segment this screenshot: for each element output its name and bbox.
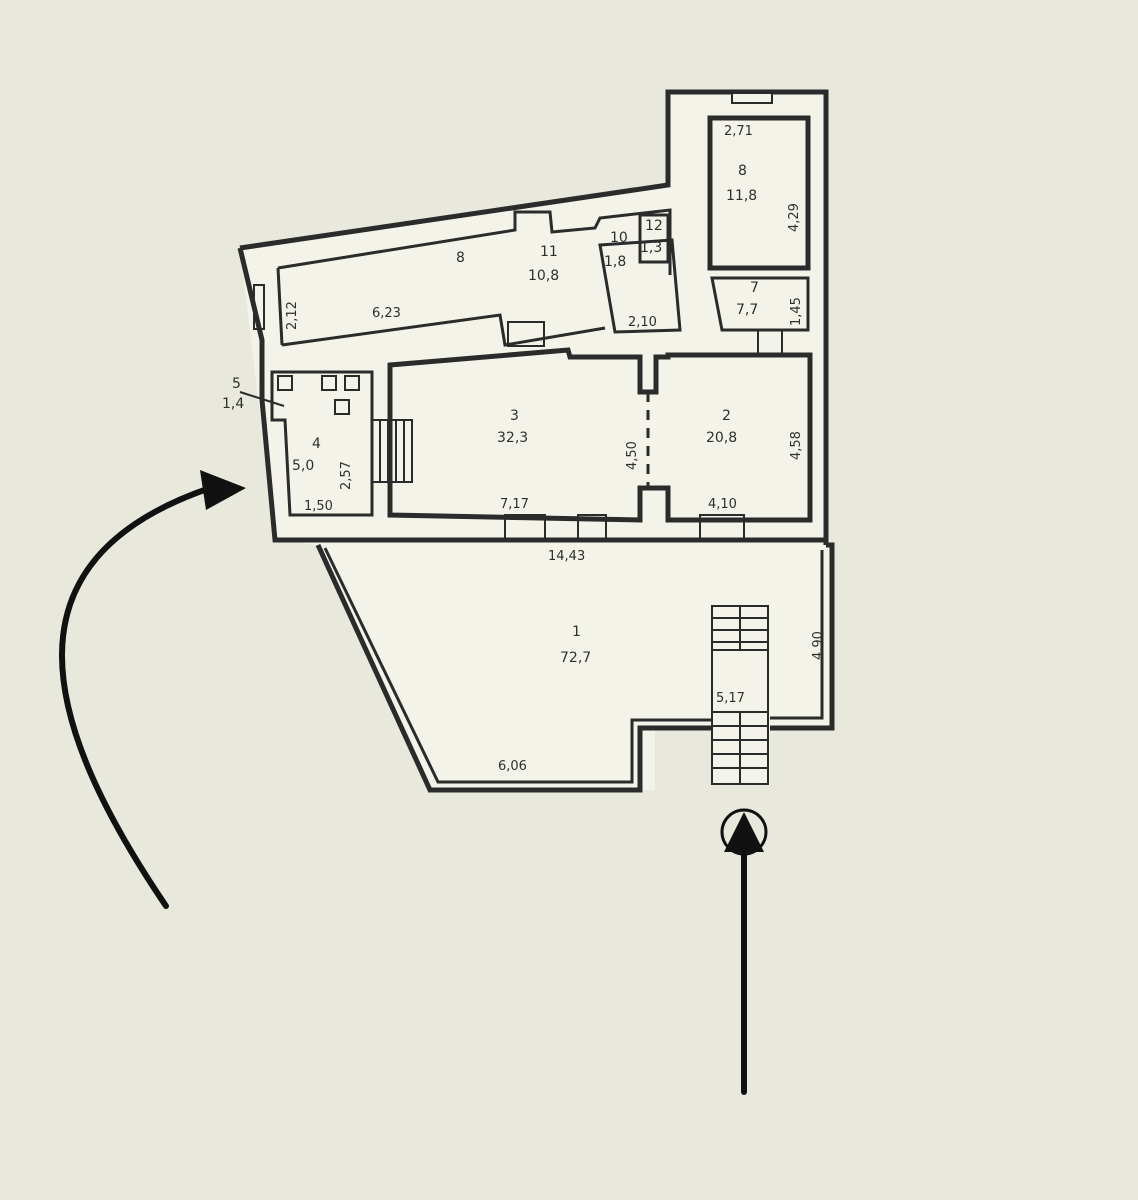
dim-2-12: 2,12 bbox=[285, 301, 300, 330]
dim-4-10: 4,10 bbox=[708, 497, 737, 512]
room-4-wall bbox=[270, 370, 374, 517]
dim-7-17: 7,17 bbox=[500, 497, 529, 512]
room-11-area: 10,8 bbox=[528, 268, 559, 284]
corridor-bottom-wall bbox=[281, 313, 606, 347]
door-4 bbox=[507, 321, 545, 347]
straight-arrow-head bbox=[724, 812, 764, 852]
dim-5-17: 5,17 bbox=[716, 691, 745, 706]
lower-inner-border bbox=[323, 547, 824, 784]
room-1-area: 72,7 bbox=[560, 650, 591, 666]
wc-fixture-2 bbox=[321, 375, 337, 391]
dim-4-58: 4,58 bbox=[789, 431, 804, 460]
room-2-number: 2 bbox=[722, 408, 731, 424]
leader-line-room-5 bbox=[239, 391, 285, 407]
room-12-area: 1,3 bbox=[640, 240, 662, 256]
room-4-area: 5,0 bbox=[292, 458, 314, 474]
dim-6-23: 6,23 bbox=[372, 306, 401, 321]
room-5-area: 1,4 bbox=[222, 396, 244, 412]
corridor-mark: 8 bbox=[456, 250, 465, 266]
corridor-wall bbox=[277, 208, 672, 275]
room-3-wall bbox=[387, 347, 813, 523]
dim-2-10: 2,10 bbox=[628, 315, 657, 330]
dim-4-29: 4,29 bbox=[787, 203, 802, 232]
window-left bbox=[253, 284, 265, 330]
stairs-inner bbox=[371, 419, 413, 483]
room-10-number: 10 bbox=[610, 230, 628, 246]
room-2-area: 20,8 bbox=[706, 430, 737, 446]
door-3 bbox=[699, 514, 745, 541]
window-top bbox=[731, 92, 773, 104]
dim-1-45: 1,45 bbox=[789, 297, 804, 326]
room-10-area: 1,8 bbox=[604, 254, 626, 270]
door-5 bbox=[757, 329, 783, 355]
entrance-circle bbox=[720, 808, 768, 856]
dim-2-71: 2,71 bbox=[724, 124, 753, 139]
room-7-area: 7,7 bbox=[736, 302, 758, 318]
room-8-number: 8 bbox=[738, 163, 747, 179]
room-5-number: 5 bbox=[232, 376, 241, 392]
room-12-wall bbox=[638, 213, 670, 264]
outer-wall-right-lower bbox=[770, 542, 835, 731]
stairs-entrance bbox=[711, 605, 769, 785]
curved-arrow bbox=[59, 485, 213, 909]
outer-wall-lower bbox=[315, 543, 712, 793]
dim-6-06: 6,06 bbox=[498, 759, 527, 774]
dim-1-50: 1,50 bbox=[304, 499, 333, 514]
wc-fixture-3 bbox=[344, 375, 360, 391]
wc-fixture-4 bbox=[334, 399, 350, 415]
room-11-number: 11 bbox=[540, 244, 558, 260]
room-10-wall bbox=[598, 238, 682, 334]
door-1 bbox=[504, 514, 546, 541]
room-1-number: 1 bbox=[572, 624, 581, 640]
room-3-number: 3 bbox=[510, 408, 519, 424]
dim-4-90: 4,90 bbox=[811, 631, 826, 660]
curved-arrow-head bbox=[200, 470, 246, 510]
room-4-number: 4 bbox=[312, 436, 321, 452]
room-8-area: 11,8 bbox=[726, 188, 757, 204]
dim-4-50: 4,50 bbox=[625, 441, 640, 470]
outer-wall-upper bbox=[239, 89, 829, 545]
dim-2-57: 2,57 bbox=[339, 461, 354, 490]
room-7-number: 7 bbox=[750, 280, 759, 296]
room-7-wall bbox=[710, 276, 810, 332]
room-12-number: 12 bbox=[645, 218, 663, 234]
plan-footprint bbox=[240, 92, 832, 790]
room-8-wall bbox=[707, 115, 811, 271]
corridor-left-wall bbox=[276, 267, 284, 346]
wc-fixture-1 bbox=[277, 375, 293, 391]
dim-14-43: 14,43 bbox=[548, 549, 585, 564]
door-2 bbox=[577, 514, 607, 541]
room-3-area: 32,3 bbox=[497, 430, 528, 446]
